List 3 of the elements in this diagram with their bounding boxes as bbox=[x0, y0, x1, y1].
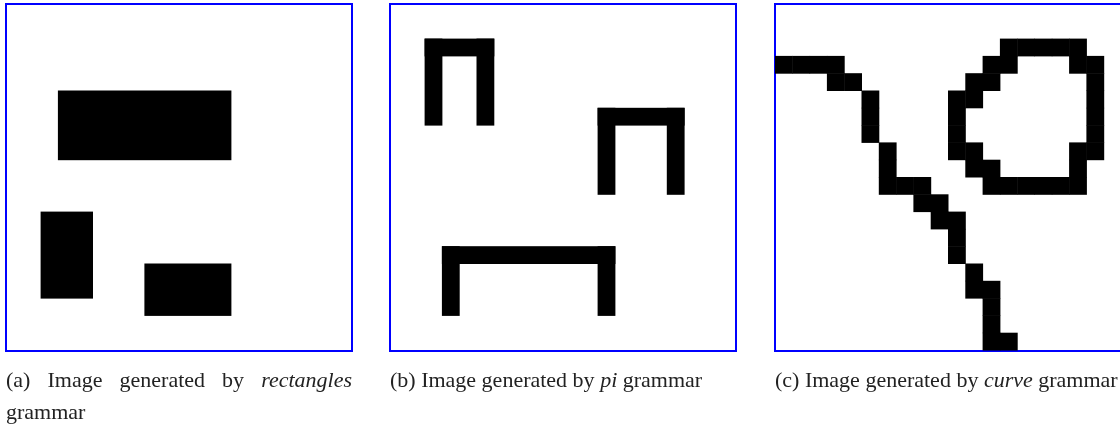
figure-caption: (c) Image generated by curve grammar bbox=[775, 366, 1119, 394]
figure-caption: (b) Image generated by pi grammar bbox=[390, 366, 704, 394]
figure-caption: (a) Image generated by rectangles grammar bbox=[6, 366, 352, 426]
